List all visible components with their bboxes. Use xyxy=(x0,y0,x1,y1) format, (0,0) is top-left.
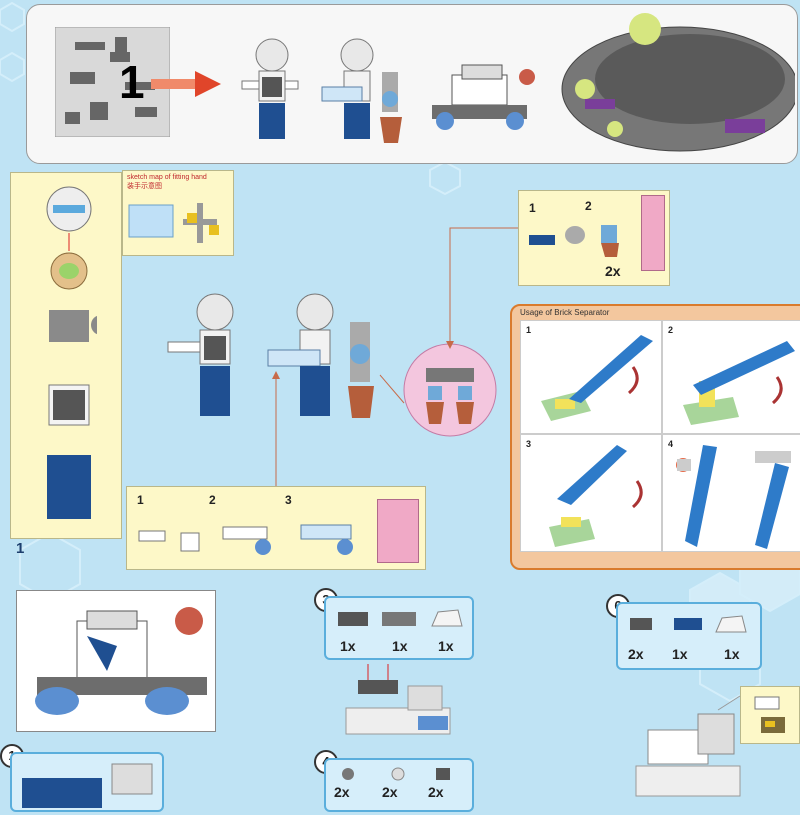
brick-separator-illustration xyxy=(541,335,653,421)
minifigure-with-weapon-illustration xyxy=(321,38,402,143)
substep-label: 2 xyxy=(585,199,592,213)
step3-parts xyxy=(338,609,463,627)
brick-separator-panel: Usage of Brick Separator 1 2 3 4 xyxy=(510,304,800,570)
step6-parts xyxy=(630,615,747,633)
overview-step-number: 1 xyxy=(119,56,145,108)
callout-connector-lines xyxy=(272,227,518,487)
top-overview-panel: 1 xyxy=(26,4,798,164)
step1-bottom-box xyxy=(10,752,164,812)
minifigure-exploded-view xyxy=(46,186,97,519)
part-quantity: 1x xyxy=(340,638,356,654)
part-quantity: 1x xyxy=(392,638,408,654)
substep-label: 2 xyxy=(209,493,216,507)
substep-label: 1 xyxy=(529,201,536,215)
part-quantity: 2x xyxy=(334,784,350,800)
grip-detail-callout xyxy=(403,343,497,437)
minifig-part-callout xyxy=(377,499,419,563)
arrow-right-icon xyxy=(151,71,221,97)
detail-part-illustration xyxy=(754,696,785,733)
step4-parts xyxy=(342,767,450,781)
parts-bag-illustration xyxy=(55,27,170,137)
speeder-vehicle-illustration xyxy=(432,64,535,130)
separator-step-cell: 3 xyxy=(520,434,662,552)
separator-step-cell: 2 xyxy=(662,320,800,434)
subassembly-top-box: 1 2 2x xyxy=(518,190,670,286)
part-quantity: 1x xyxy=(672,646,688,662)
separator-step-cell: 1 xyxy=(520,320,662,434)
subassembly-bottom-box: 1 2 3 xyxy=(126,486,426,570)
minifigures-center-illustration xyxy=(167,293,374,418)
sketch-map-box: sketch map of fitting hand 装手示意图 xyxy=(122,170,234,256)
minifigure-assembly-panel xyxy=(10,172,122,539)
part-quantity: 2x xyxy=(382,784,398,800)
sketch-map-title: sketch map of fitting hand xyxy=(127,174,207,181)
brick-separator-illustration xyxy=(549,445,643,547)
speeder-vehicle-illustration xyxy=(35,607,207,715)
substep-label: 1 xyxy=(137,493,144,507)
sketch-map-title-cn: 装手示意图 xyxy=(127,183,162,190)
spaceship-model-illustration xyxy=(561,13,795,152)
step3-parts-box: 1x 1x 1x xyxy=(324,596,474,660)
sidebar-step-number: 1 xyxy=(16,540,25,557)
blaster-build-parts xyxy=(138,524,353,555)
step3-assembly-illustration xyxy=(345,664,451,735)
brick-separator-illustration xyxy=(676,445,791,549)
separator-step-cell: 4 xyxy=(662,434,800,552)
step1-bottom-parts xyxy=(22,763,153,808)
brick-separator-illustration xyxy=(683,341,795,425)
part-quantity: 2x xyxy=(428,784,444,800)
step6-assembly-illustration xyxy=(635,695,741,797)
part-quantity: 2x xyxy=(605,263,621,279)
minifigure-illustration xyxy=(241,38,299,139)
brick-separator-title: Usage of Brick Separator xyxy=(520,308,610,317)
step6-parts-box: 2x 1x 1x xyxy=(616,602,762,670)
lightsaber-part-callout xyxy=(641,195,665,271)
part-quantity: 2x xyxy=(628,646,644,662)
part-quantity: 1x xyxy=(724,646,740,662)
hand-fitting-diagram xyxy=(128,203,219,243)
detail-callout-box xyxy=(740,686,800,744)
speeder-closeup-box xyxy=(16,590,216,732)
part-quantity: 1x xyxy=(438,638,454,654)
substep-label: 3 xyxy=(285,493,292,507)
step4-parts-box: 2x 2x 2x xyxy=(324,758,474,812)
subassembly-top-parts xyxy=(529,225,619,257)
